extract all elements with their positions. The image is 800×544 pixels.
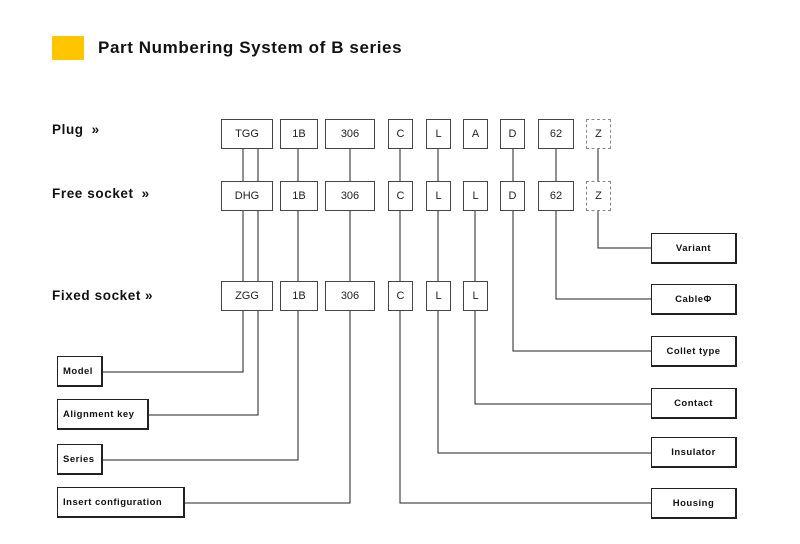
free-socket-code-insert: 306: [325, 181, 375, 211]
free-socket-code-series: 1B: [280, 181, 318, 211]
plug-code-housing: C: [388, 119, 413, 149]
plug-code-variant: Z: [586, 119, 611, 149]
row-label-plug: Plug»: [52, 122, 100, 137]
double-chevron-icon: »: [91, 122, 100, 137]
line-insert-configuration: [184, 311, 351, 504]
line-series: [102, 311, 299, 461]
free-socket-code-insulator: L: [426, 181, 451, 211]
plug-code-contact: A: [463, 119, 488, 149]
label-housing: Housing: [651, 488, 737, 519]
line-contact: [474, 311, 652, 405]
label-series: Series: [57, 444, 103, 475]
free-socket-code-collet: D: [500, 181, 525, 211]
page-title: Part Numbering System of B series: [98, 38, 403, 57]
fixed-socket-code-model: ZGG: [221, 281, 273, 311]
row-label-free-socket: Free socket»: [52, 186, 150, 201]
plug-code-series: 1B: [280, 119, 318, 149]
line-model: [102, 211, 244, 373]
label-variant: Variant: [651, 233, 737, 264]
plug-code-insulator: L: [426, 119, 451, 149]
line-collet-type: [512, 211, 652, 352]
fixed-socket-code-series: 1B: [280, 281, 318, 311]
plug-code-model: TGG: [221, 119, 273, 149]
free-socket-code-housing: C: [388, 181, 413, 211]
label-insulator: Insulator: [651, 437, 737, 468]
label-alignment-key: Alignment key: [57, 399, 149, 430]
row-label-fixed-socket: Fixed socket»: [52, 288, 154, 303]
double-chevron-icon: »: [144, 288, 154, 303]
free-socket-code-model: DHG: [221, 181, 273, 211]
free-socket-code-cable: 62: [538, 181, 574, 211]
plug-code-insert: 306: [325, 119, 375, 149]
label-cable: CableΦ: [651, 284, 737, 315]
fixed-socket-code-contact: L: [463, 281, 488, 311]
double-chevron-icon: »: [141, 186, 150, 201]
plug-code-cable: 62: [538, 119, 574, 149]
label-insert-configuration: Insert configuration: [57, 487, 185, 518]
label-contact: Contact: [651, 388, 737, 419]
label-model: Model: [57, 356, 103, 387]
title-accent-block: [52, 36, 84, 60]
fixed-socket-code-insulator: L: [426, 281, 451, 311]
fixed-socket-code-insert: 306: [325, 281, 375, 311]
line-alignment-key: [148, 211, 259, 416]
line-housing: [399, 311, 652, 504]
line-variant: [597, 211, 652, 249]
label-collet-type: Collet type: [651, 336, 737, 367]
plug-code-collet: D: [500, 119, 525, 149]
free-socket-code-contact: L: [463, 181, 488, 211]
line-insulator: [437, 311, 652, 454]
fixed-socket-code-housing: C: [388, 281, 413, 311]
line-cable: [555, 211, 652, 300]
free-socket-code-variant: Z: [586, 181, 611, 211]
